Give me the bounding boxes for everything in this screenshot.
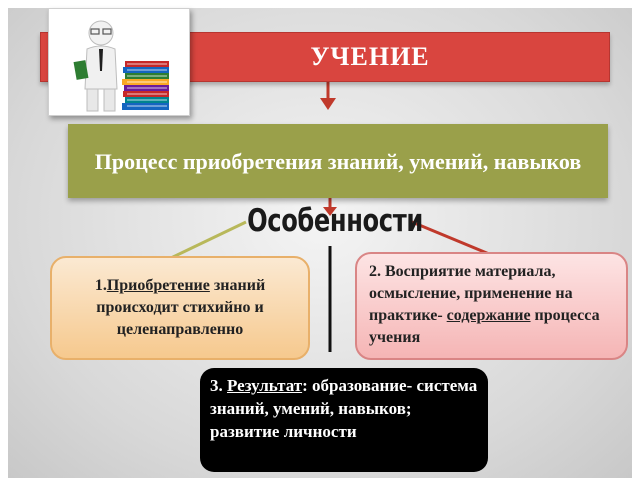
features-heading: Особенности (247, 203, 423, 239)
feature-1-prefix: 1. (94, 277, 107, 294)
arrow-down-icon (323, 207, 337, 216)
connector-right (411, 220, 495, 258)
feature-2-text-before: 2. Восприятие материала, осмысление, при… (369, 263, 573, 324)
feature-card-2: 2. Восприятие материала, осмысление, при… (355, 252, 628, 360)
feature-card-3: 3. Результат: образование- система знани… (200, 368, 488, 472)
process-definition-box: Процесс приобретения знаний, умений, нав… (68, 124, 608, 198)
feature-1-term: Приобретение (106, 277, 210, 294)
feature-card-1-text: 1.Приобретение знаний происходит стихийн… (60, 275, 300, 341)
feature-1-rest: знаний происходит стихийно и целенаправл… (96, 277, 266, 338)
feature-card-1: 1.Приобретение знаний происходит стихийн… (50, 256, 310, 360)
arrow-down-icon (320, 98, 336, 110)
feature-3-rest: : образование- система знаний, умений, н… (210, 376, 478, 441)
illustration-frame (48, 8, 190, 116)
feature-2-text-after: процесса учения (369, 307, 600, 346)
feature-3-term: Результат (227, 376, 303, 395)
person-with-books-icon (73, 20, 169, 112)
feature-2-term: содержание (446, 307, 531, 324)
page-title: УЧЕНИЕ (310, 42, 430, 71)
feature-3-prefix: 3. (210, 376, 227, 395)
